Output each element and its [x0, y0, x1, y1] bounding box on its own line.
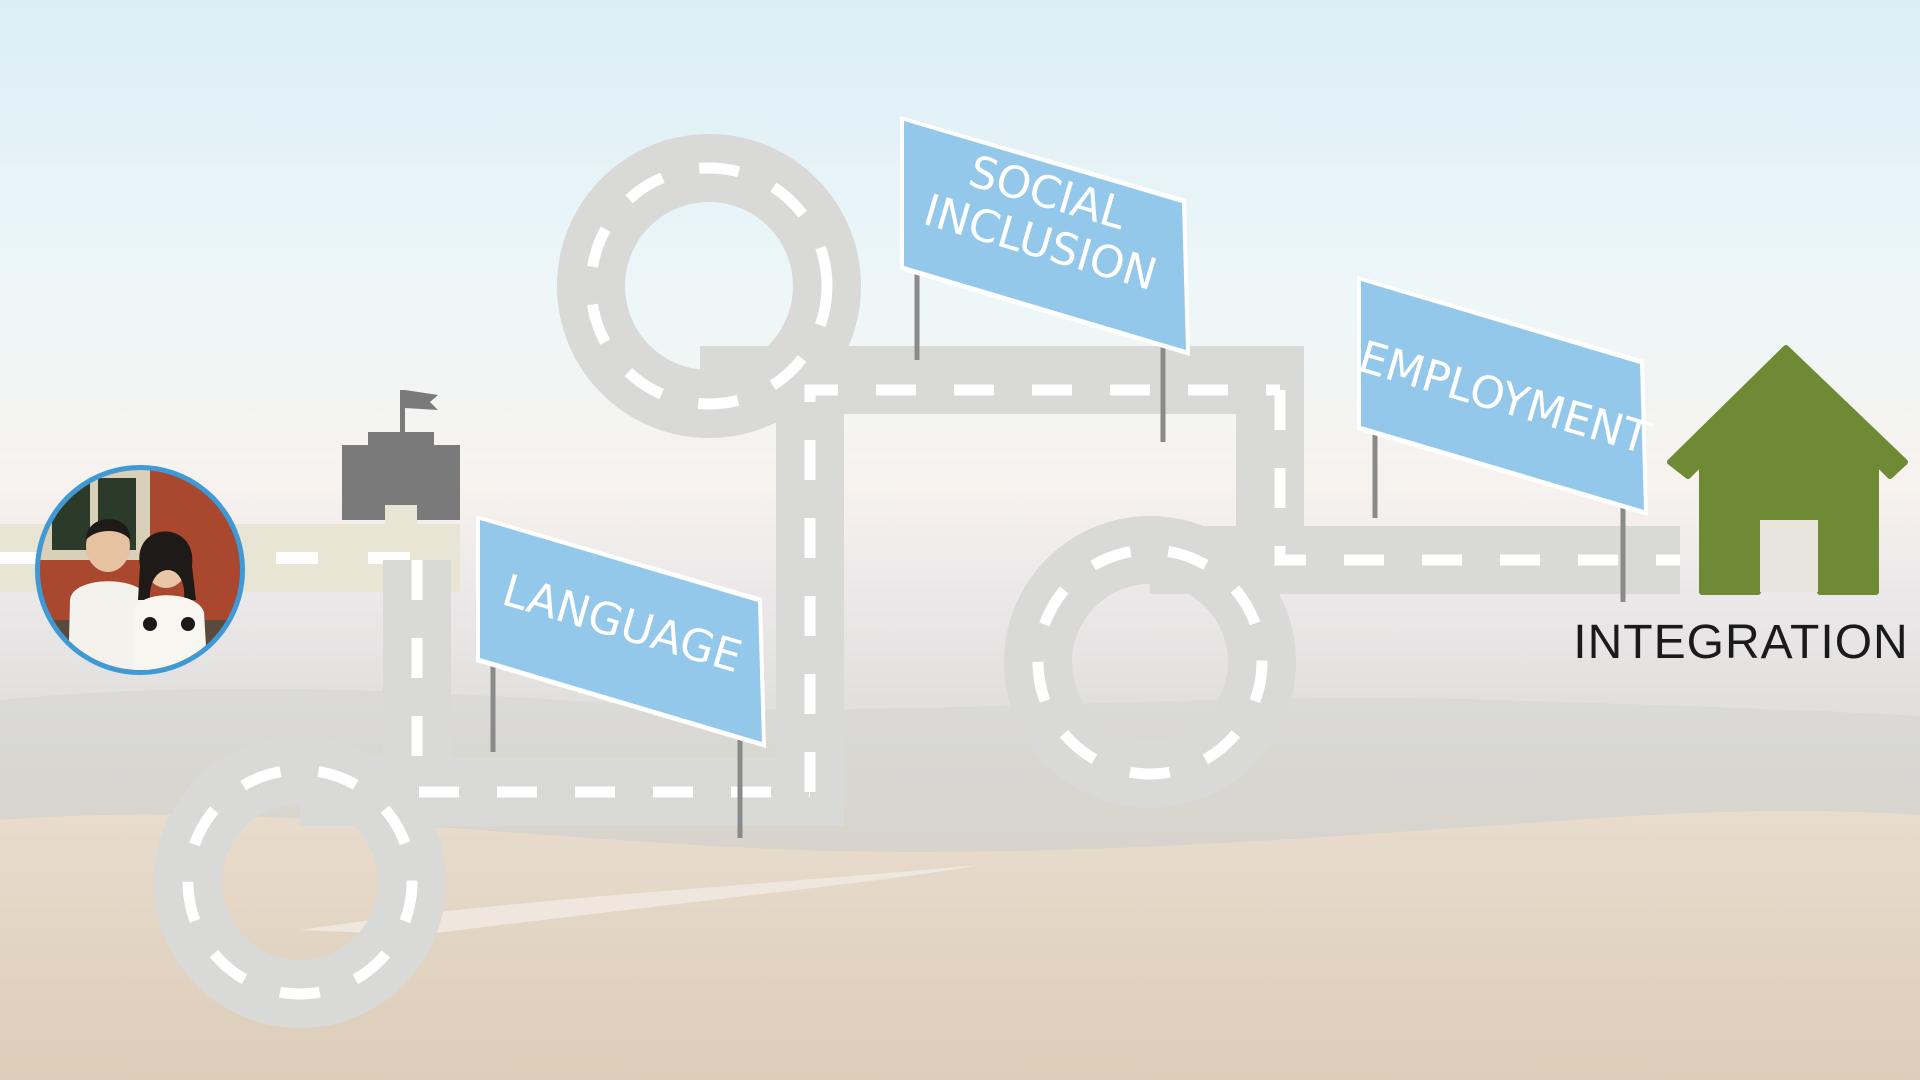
integration-label: INTEGRATION: [1573, 616, 1908, 669]
